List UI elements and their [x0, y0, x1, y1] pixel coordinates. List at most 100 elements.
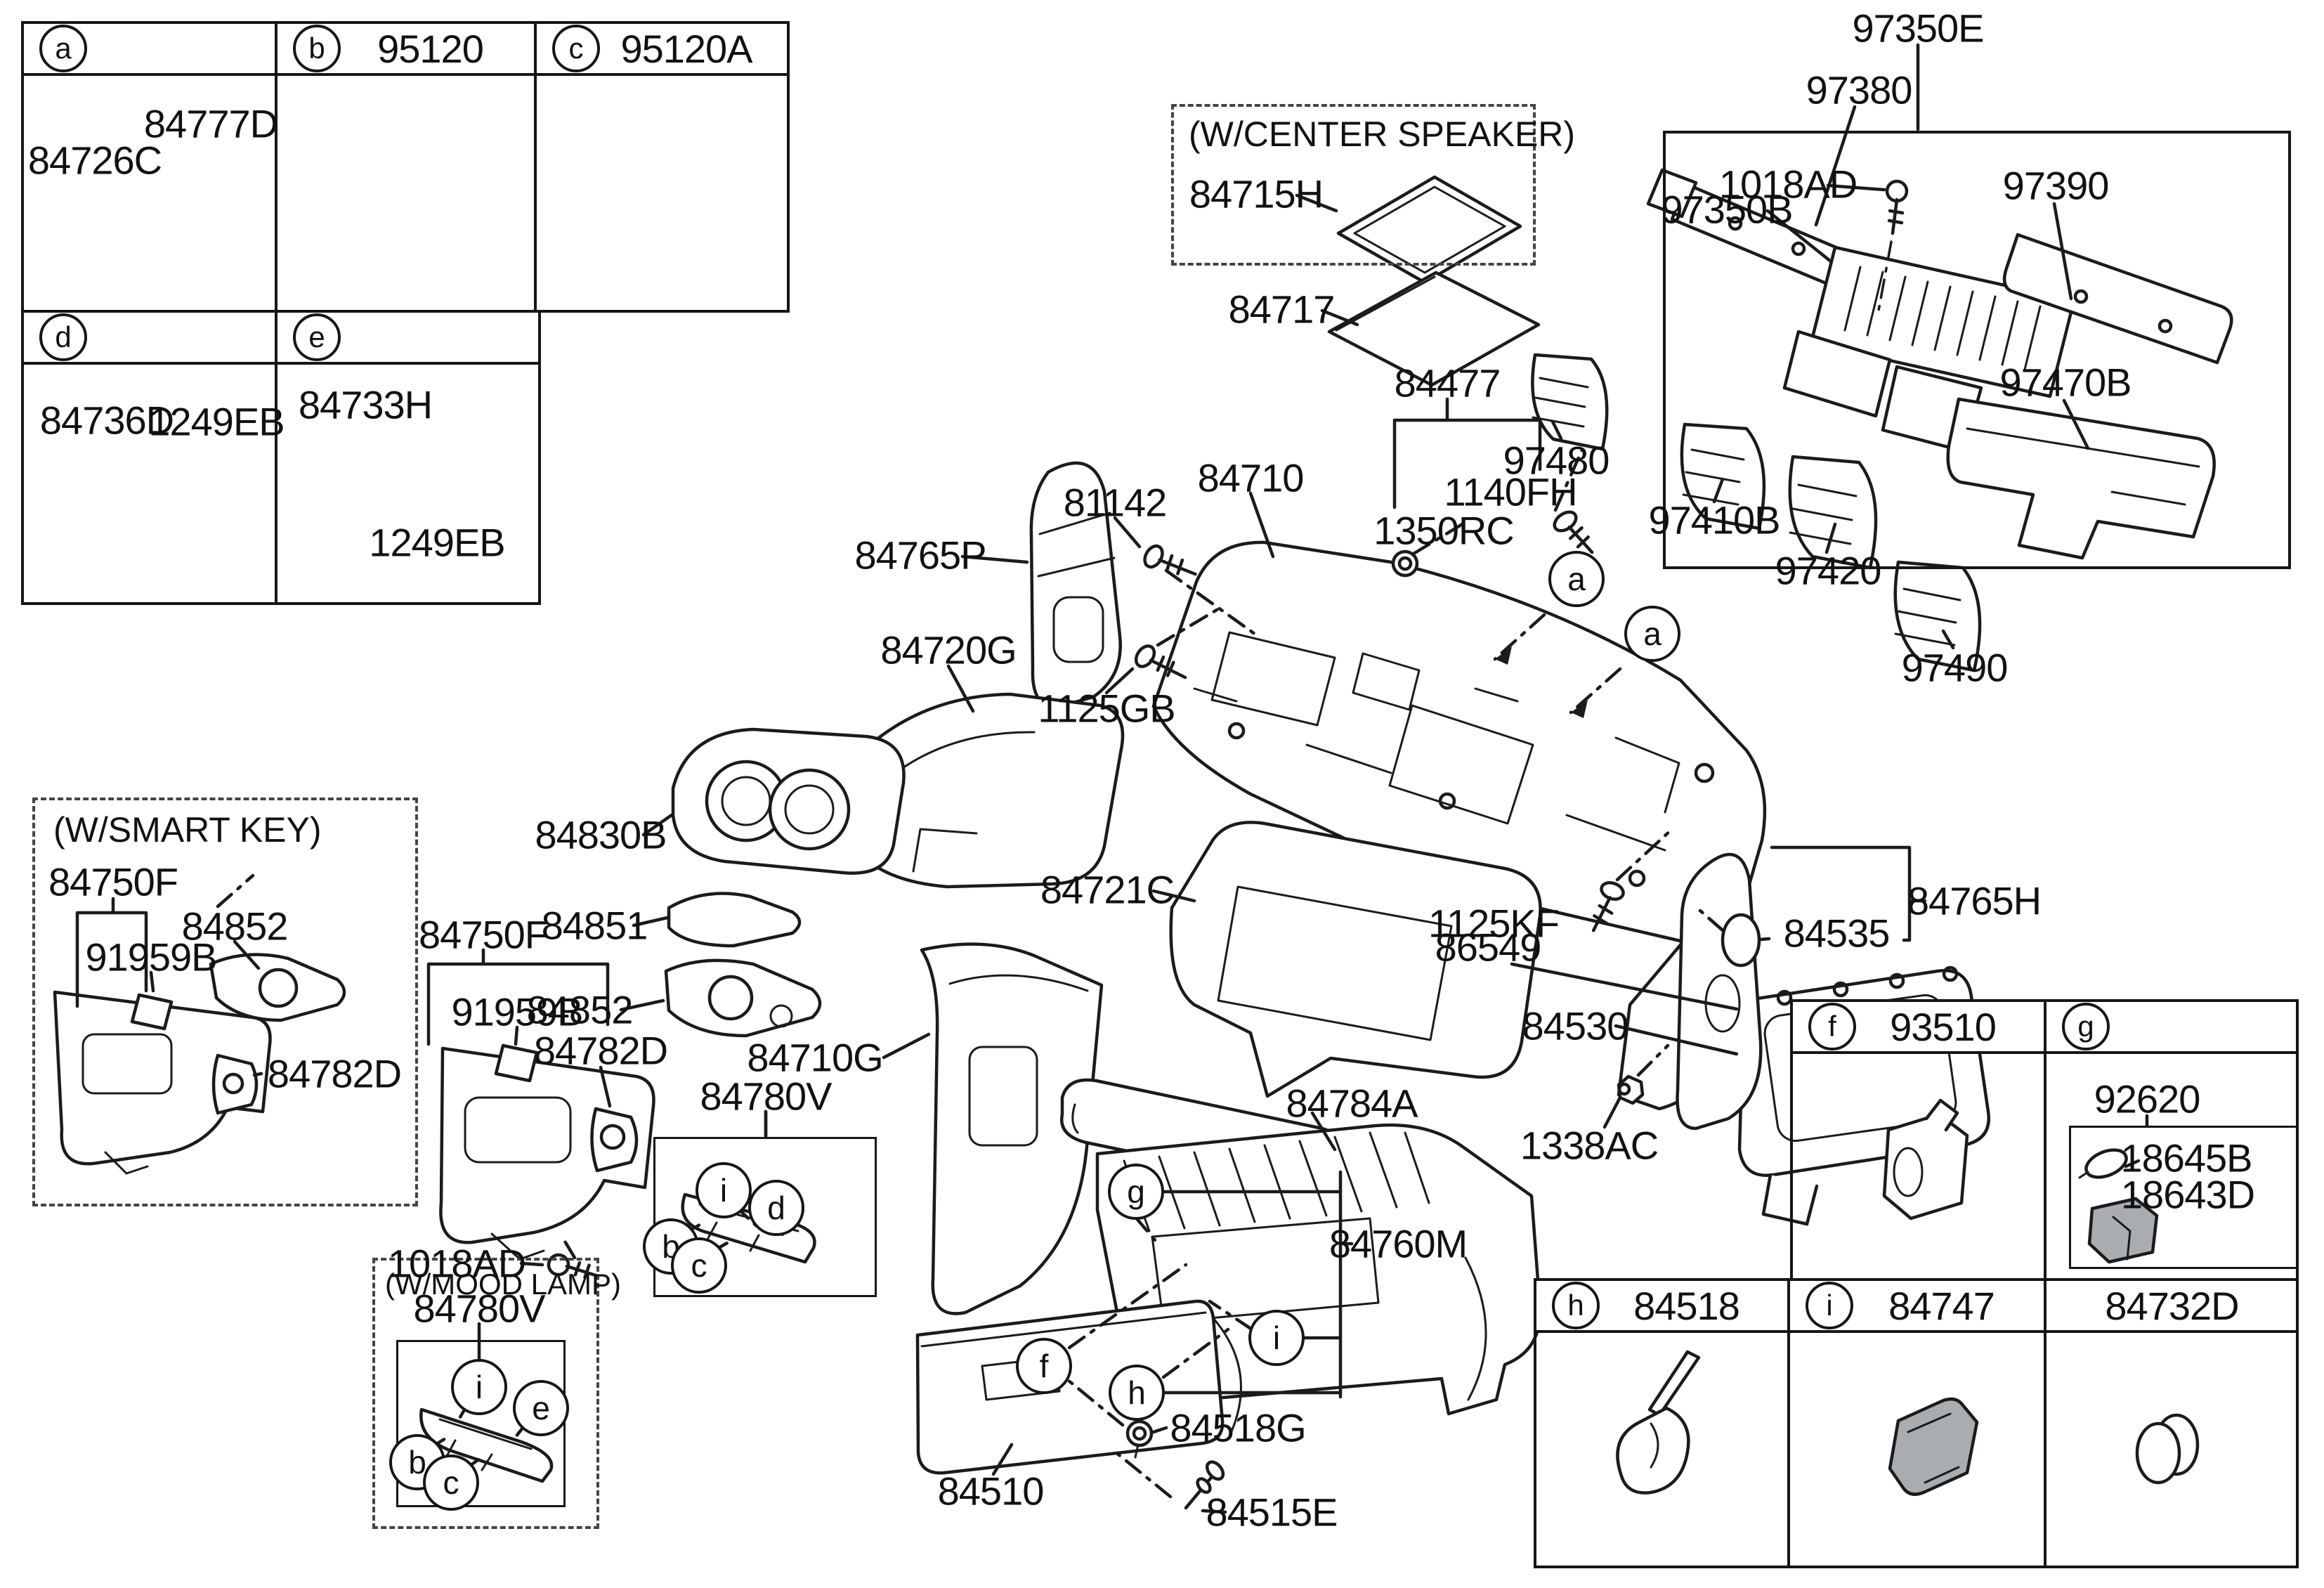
part-label-18643D: 18643D: [2120, 1172, 2255, 1217]
part-label-97470B: 97470B: [1999, 360, 2132, 405]
cell-letter-h: h: [1552, 1282, 1600, 1329]
part-label-1018AD-top: 1018AD: [1718, 162, 1858, 207]
part-label-97480: 97480: [1503, 438, 1610, 483]
part-label-sk-84750F: 84750F: [48, 859, 178, 904]
part-label-84535: 84535: [1783, 911, 1891, 956]
callout-circle-h-4: h: [1109, 1365, 1165, 1421]
part-97350B-defroster: [1809, 245, 2076, 398]
part-label-84784A: 84784A: [1286, 1081, 1418, 1126]
part-label-1125GB: 1125GB: [1038, 686, 1175, 731]
mood-lamp-group-box: [372, 1258, 599, 1529]
part-label-84510: 84510: [937, 1469, 1045, 1514]
callout-circle-e-11: e: [513, 1380, 569, 1436]
part-84535-plug: [1721, 913, 1761, 968]
part-label-84515E: 84515E: [1206, 1490, 1338, 1535]
part-label-97350E: 97350E: [1852, 6, 1984, 51]
part-label-97420: 97420: [1775, 548, 1882, 593]
part-label-84780V-up: 84780V: [700, 1074, 832, 1119]
part-97410B-vent: [1680, 422, 1766, 531]
part-label-tbl-84777D: 84777D: [143, 101, 278, 146]
part-84518-clip: [1616, 1350, 1701, 1495]
part-label-92620: 92620: [2094, 1076, 2201, 1121]
center-speaker-group-box: [1171, 104, 1536, 266]
cell-letter-d: d: [39, 313, 87, 361]
table-cell-f: f 93510: [1790, 999, 2046, 1281]
part-84710G-panel: [920, 942, 1104, 1315]
part-label-81142: 81142: [1063, 480, 1168, 525]
part-84518G-grommet: [1125, 1419, 1154, 1459]
part-sk-panel: [53, 990, 272, 1175]
callout-circle-g-2: g: [1108, 1164, 1164, 1220]
part-18645B-bulb: [2078, 1148, 2128, 1179]
part-1125KF-screw: [1591, 881, 1625, 932]
part-label-84477: 84477: [1394, 360, 1501, 405]
duct-assembly-box: [1663, 131, 2291, 569]
part-1140FH-bolt: [1553, 510, 1594, 554]
cell-code-i: 84747: [1888, 1283, 1995, 1328]
part-93510-switch: [1882, 1098, 1969, 1221]
part-label-sk-84782D: 84782D: [267, 1051, 402, 1096]
part-1338AC-nut: [1617, 1074, 1645, 1105]
part-label-tbl-84726C: 84726C: [27, 138, 162, 183]
part-18643D-socket: [2087, 1197, 2159, 1264]
part-91959B-sticker: [494, 1043, 539, 1083]
callout-circle-i-10: i: [451, 1359, 507, 1415]
part-label-1350RC: 1350RC: [1373, 508, 1514, 553]
cell-letter-f: f: [1808, 1003, 1856, 1050]
cell-letter-e: e: [293, 313, 341, 361]
arrowhead-a2: [1571, 700, 1588, 718]
part-label-tbl-1249EB-e: 1249EB: [369, 520, 505, 565]
cell-code-b: 95120: [377, 26, 484, 71]
callout-circle-i-6: i: [696, 1162, 752, 1218]
part-label-84765H: 84765H: [1907, 878, 2042, 923]
cell-letter-b: b: [293, 25, 341, 72]
part-sk-sticker: [130, 993, 174, 1031]
part-label-tbl-1249EB-d: 1249EB: [148, 399, 285, 444]
cell-letter-a: a: [39, 25, 87, 72]
table-cell-c: c 95120A: [534, 21, 790, 313]
part-label-84760M: 84760M: [1329, 1221, 1468, 1266]
part-84851-shroud: [667, 892, 802, 948]
part-label-1140FH: 1140FH: [1444, 469, 1577, 514]
part-84715H-grille: [1336, 175, 1522, 285]
part-84747-clip: [1888, 1397, 1979, 1496]
part-1350RC-grommet: [1391, 549, 1419, 578]
part-label-84782D-out: 84782D: [533, 1028, 668, 1073]
part-1018AD-screw-top: [1877, 179, 1909, 312]
part-label-ml-84780V: 84780V: [413, 1286, 545, 1331]
part-label-18645B: 18645B: [2120, 1135, 2252, 1180]
table-cell-i: i 84747: [1787, 1278, 2046, 1568]
part-label-84765P: 84765P: [854, 533, 986, 578]
part-label-84851: 84851: [541, 903, 648, 948]
callout-circle-a-1: a: [1624, 606, 1680, 662]
part-label-84717: 84717: [1228, 287, 1336, 332]
part-84732D-cap: [2135, 1413, 2200, 1485]
part-label-tbl-84736D: 84736D: [39, 398, 174, 443]
cell-code-h: 84518: [1633, 1283, 1740, 1328]
part-label-84750F-out: 84750F: [419, 912, 549, 957]
part-97490-vent: [1893, 560, 1982, 672]
smart-key-group-box: [32, 798, 418, 1206]
part-97390-garnish: [2002, 233, 2233, 365]
cell-letter-g: g: [2062, 1003, 2110, 1050]
mood-lamp-title: (W/MOOD LAMP): [385, 1268, 621, 1301]
part-84830B-hood: [671, 727, 906, 875]
table-cell-b: b 95120: [275, 21, 537, 313]
part-label-1338AC: 1338AC: [1520, 1123, 1659, 1168]
cell-code-84732D: 84732D: [2105, 1283, 2239, 1328]
part-label-84518G: 84518G: [1170, 1405, 1306, 1450]
callout-circle-c-13: c: [423, 1454, 479, 1511]
switch-panel-box: [653, 1137, 877, 1297]
table-cell-84732D: 84732D: [2044, 1278, 2299, 1568]
part-label-86549: 86549: [1435, 925, 1542, 970]
table-cell-e: e: [275, 310, 541, 605]
part-label-91959B-out: 91959B: [451, 989, 583, 1034]
callout-circle-d-7: d: [748, 1180, 804, 1236]
part-label-97490: 97490: [1901, 645, 2009, 690]
part-label-84852-out: 84852: [526, 987, 634, 1032]
mood-lamp-inner-box: [396, 1340, 566, 1507]
part-81142-screw: [1143, 544, 1197, 576]
part-label-84710G: 84710G: [747, 1035, 883, 1080]
part-label-1125KF: 1125KF: [1428, 901, 1560, 946]
part-97470B-duct: [1946, 397, 2216, 560]
